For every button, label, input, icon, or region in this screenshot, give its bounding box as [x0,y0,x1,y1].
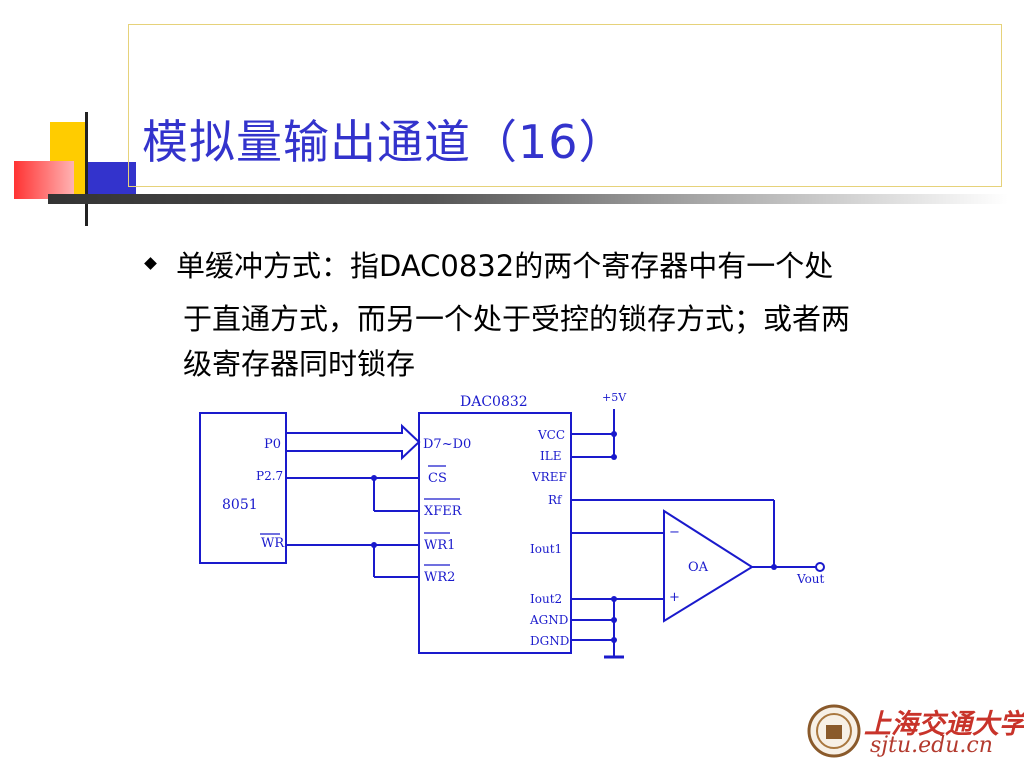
decor-vertical-line [85,112,88,226]
opamp-label: OA [688,560,709,575]
bullet-diamond-icon [144,257,157,270]
pin-p0: P0 [264,437,281,452]
circuit-diagram: DAC0832 +5V 8051 P0 P2.7 WR D7~D0 CS XFE… [199,391,825,659]
pin-agnd: AGND [529,613,568,627]
opamp-symbol [663,509,754,623]
pin-iout1: Iout1 [530,542,562,556]
pin-cs: CS [428,471,447,486]
pin-vcc: VCC [537,428,565,442]
mcu-box [199,412,287,564]
bullet-text-line-2: 于直通方式，而另一个处于受控的锁存方式；或者两 [183,302,851,336]
pin-wr2: WR2 [424,570,455,585]
pin-xfer: XFER [424,504,463,519]
opamp-minus: − [669,525,680,540]
pin-p27: P2.7 [256,469,283,483]
sjtu-logo [807,704,861,758]
university-name: 上海交通大学 [864,709,1024,740]
chip-label: DAC0832 [460,394,528,410]
slide-title: 模拟量输出通道（16） [142,115,626,169]
mcu-label: 8051 [222,497,258,513]
title-frame [128,24,1002,187]
pin-ile: ILE [540,449,561,463]
pin-vref: VREF [531,470,567,484]
pin-wr: WR [261,536,285,551]
pin-wr1: WR1 [424,538,455,553]
title-underline [48,194,1008,204]
bullet-text-line-1: 单缓冲方式：指DAC0832的两个寄存器中有一个处 [176,249,834,283]
output-label: Vout [796,572,825,586]
supply-label: +5V [602,391,627,404]
decor-red-block [14,161,74,199]
pin-dgnd: DGND [530,634,569,648]
pin-iout2: Iout2 [530,592,562,606]
opamp-plus: + [669,590,680,605]
data-bus-arrow [286,423,421,461]
bullet-text-line-3: 级寄存器同时锁存 [183,347,416,381]
university-url: sjtu.edu.cn [870,733,993,758]
pin-d7-d0: D7~D0 [423,437,471,452]
pin-rf: Rf [548,493,563,507]
